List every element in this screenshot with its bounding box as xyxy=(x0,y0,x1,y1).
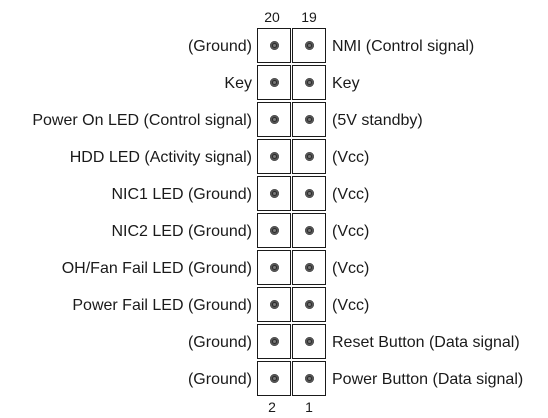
pin-row: OH/Fan Fail LED (Ground) (Vcc) xyxy=(0,250,548,287)
pin-row: NIC1 LED (Ground) (Vcc) xyxy=(0,176,548,213)
pin-cell-right xyxy=(292,287,326,322)
pin-cell-right xyxy=(292,65,326,100)
pin-dot-icon xyxy=(269,300,279,309)
pin-label-right: NMI (Control signal) xyxy=(332,38,475,55)
pin-cell-right xyxy=(292,250,326,285)
pin-dot-icon xyxy=(304,226,314,235)
pin-cell-left xyxy=(257,287,291,322)
pin-dot-icon xyxy=(269,189,279,198)
pin-cell-right xyxy=(292,213,326,248)
pin-number-20: 20 xyxy=(264,9,280,25)
pin-dot-icon xyxy=(269,337,279,346)
pin-cell-left xyxy=(257,176,291,211)
pin-row: (Ground) Power Button (Data signal) xyxy=(0,361,548,398)
pin-dot-icon xyxy=(269,226,279,235)
pin-cell-left xyxy=(257,213,291,248)
pin-dot-icon xyxy=(304,300,314,309)
pin-cell-right xyxy=(292,324,326,359)
pin-cell-right xyxy=(292,176,326,211)
pin-dot-icon xyxy=(269,115,279,124)
pin-dot-icon xyxy=(304,41,314,50)
pin-dot-icon xyxy=(304,189,314,198)
pin-dot-icon xyxy=(304,263,314,272)
pin-label-right: (Vcc) xyxy=(332,260,370,277)
pin-row: Key Key xyxy=(0,65,548,102)
pin-cell-left xyxy=(257,65,291,100)
pin-number-1: 1 xyxy=(305,399,313,415)
pin-cell-left xyxy=(257,139,291,174)
pin-dot-icon xyxy=(304,374,314,383)
pin-row: (Ground) NMI (Control signal) xyxy=(0,28,548,65)
pin-row: NIC2 LED (Ground) (Vcc) xyxy=(0,213,548,250)
pin-row: HDD LED (Activity signal) (Vcc) xyxy=(0,139,548,176)
pin-cell-left xyxy=(257,324,291,359)
pin-label-left: (Ground) xyxy=(187,38,252,55)
pin-dot-icon xyxy=(304,337,314,346)
pin-cell-right xyxy=(292,28,326,63)
pin-cell-right xyxy=(292,139,326,174)
pin-label-right: (Vcc) xyxy=(332,149,370,166)
pin-dot-icon xyxy=(304,152,314,161)
pin-label-right: Reset Button (Data signal) xyxy=(332,334,520,351)
pin-dot-icon xyxy=(269,41,279,50)
pin-label-left: (Ground) xyxy=(187,371,252,388)
pin-row: Power Fail LED (Ground) (Vcc) xyxy=(0,287,548,324)
pin-row: (Ground) Reset Button (Data signal) xyxy=(0,324,548,361)
pin-label-left: (Ground) xyxy=(187,334,252,351)
pin-label-left: Power On LED (Control signal) xyxy=(32,112,252,129)
pin-label-right: Key xyxy=(332,75,360,92)
pin-dot-icon xyxy=(269,374,279,383)
pin-dot-icon xyxy=(269,263,279,272)
pin-cell-left xyxy=(257,361,291,396)
pin-cell-left xyxy=(257,250,291,285)
pin-label-left: OH/Fan Fail LED (Ground) xyxy=(61,260,252,277)
pin-dot-icon xyxy=(304,115,314,124)
pin-dot-icon xyxy=(304,78,314,87)
pin-cell-right xyxy=(292,361,326,396)
pin-label-right: (Vcc) xyxy=(332,186,370,203)
pin-dot-icon xyxy=(269,152,279,161)
pin-cell-left xyxy=(257,28,291,63)
pin-label-right: (5V standby) xyxy=(332,112,423,129)
pin-label-left: NIC1 LED (Ground) xyxy=(111,186,253,203)
pin-label-right: (Vcc) xyxy=(332,223,370,240)
pin-label-left: Key xyxy=(224,75,252,92)
pin-number-19: 19 xyxy=(301,9,317,25)
pin-row: Power On LED (Control signal) (5V standby… xyxy=(0,102,548,139)
pin-cell-left xyxy=(257,102,291,137)
pin-dot-icon xyxy=(269,78,279,87)
pin-label-left: HDD LED (Activity signal) xyxy=(69,149,252,166)
pin-number-2: 2 xyxy=(268,399,276,415)
pin-label-right: Power Button (Data signal) xyxy=(332,371,524,388)
pin-label-left: NIC2 LED (Ground) xyxy=(111,223,253,240)
pin-label-right: (Vcc) xyxy=(332,297,370,314)
pin-label-left: Power Fail LED (Ground) xyxy=(72,297,252,314)
pin-cell-right xyxy=(292,102,326,137)
